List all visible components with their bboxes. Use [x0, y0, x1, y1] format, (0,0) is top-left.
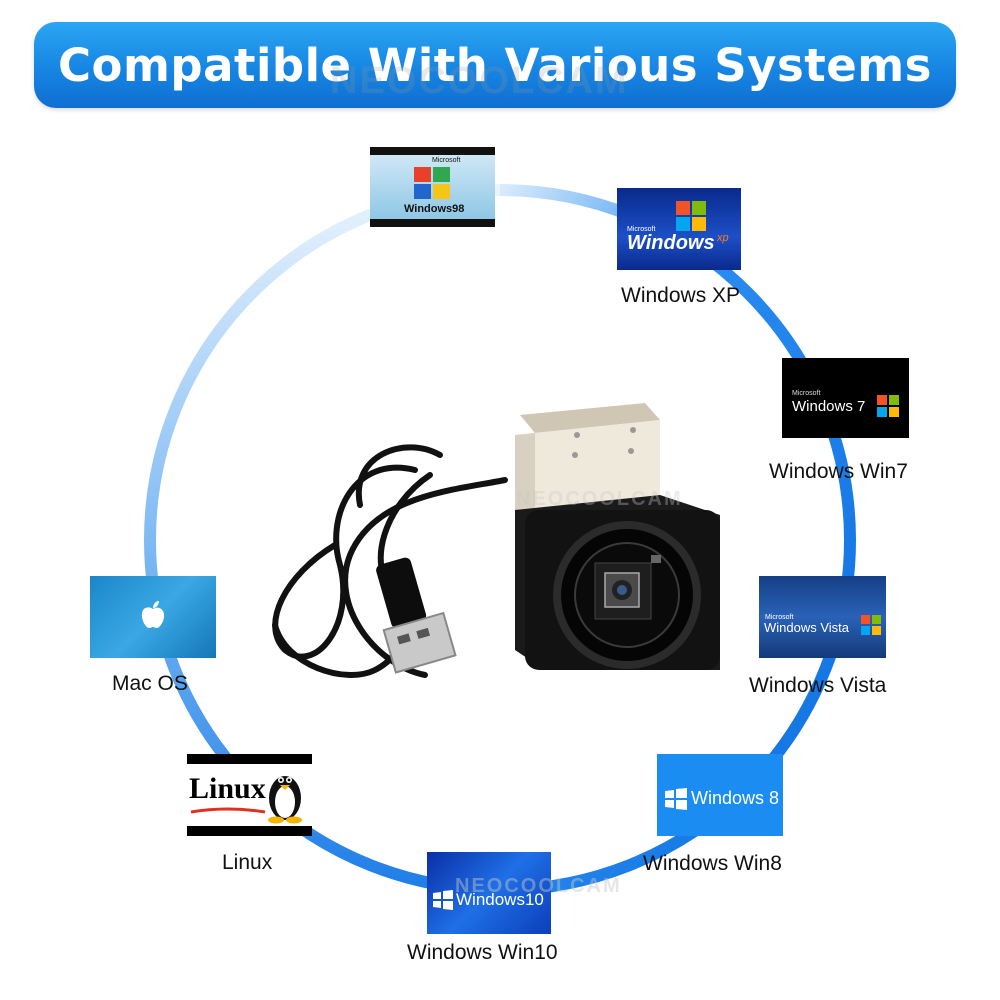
title-banner: Compatible With Various Systems [34, 22, 956, 108]
windows10-tile-text: Windows10 [456, 890, 544, 909]
windows-logo-icon [665, 788, 687, 810]
mac-os-label: Mac OS [112, 672, 188, 695]
camera-icon [515, 403, 720, 670]
windows98-tile-text: Windows98 [404, 203, 465, 215]
windows98-brand: Microsoft [432, 157, 461, 164]
apple-icon [141, 601, 165, 628]
watermark-win10: NEOCOOLCAM [455, 875, 622, 897]
linux-underline [190, 807, 266, 814]
windows7-label: Windows Win7 [769, 460, 908, 483]
windows7-tile-text: Windows 7 [792, 398, 866, 415]
linux-tile-text: Linux [189, 772, 266, 805]
usb-camera [272, 403, 720, 678]
mac-os-tile [90, 576, 216, 658]
windows-xp-suffix: xp [717, 232, 729, 244]
windows8-label: Windows Win8 [643, 852, 782, 875]
windows10-label: Windows Win10 [407, 941, 558, 964]
banner-title: Compatible With Various Systems [58, 38, 932, 92]
windows-vista-brand: Microsoft [765, 614, 794, 621]
windows-xp-label: Windows XP [621, 284, 741, 307]
windows-vista-label: Windows Vista [749, 674, 887, 697]
windows98-tile: Microsoft Windows98 [370, 147, 495, 227]
usb-plug-icon [376, 557, 457, 674]
windows7-tile: Microsoft Windows 7 [782, 358, 909, 438]
windows-logo-icon [433, 890, 453, 910]
watermark: NEOCOOLCAM [330, 60, 629, 102]
windows-flag-icon [861, 615, 881, 635]
windows10-tile: Windows10 [427, 852, 551, 934]
windows-vista-tile-text: Windows Vista [764, 620, 850, 635]
windows-flag-icon [877, 395, 899, 417]
tux-penguin-icon [268, 776, 302, 824]
windows-xp-tile: Microsoft Windows xp [617, 188, 741, 270]
windows8-tile-text: Windows 8 [691, 788, 780, 808]
windows-flag-icon [414, 167, 450, 199]
windows-vista-tile: Microsoft Windows Vista [759, 576, 886, 658]
windows-flag-icon [676, 201, 706, 231]
windows8-tile: Windows 8 [657, 754, 783, 836]
windows7-brand: Microsoft [792, 390, 821, 397]
linux-label: Linux [222, 851, 273, 874]
watermark-camera: NEOCOOLCAM [516, 488, 683, 510]
linux-tile: Linux [187, 754, 312, 836]
windows-xp-brand: Microsoft [627, 226, 656, 233]
windows-xp-tile-text: Windows [627, 232, 715, 254]
